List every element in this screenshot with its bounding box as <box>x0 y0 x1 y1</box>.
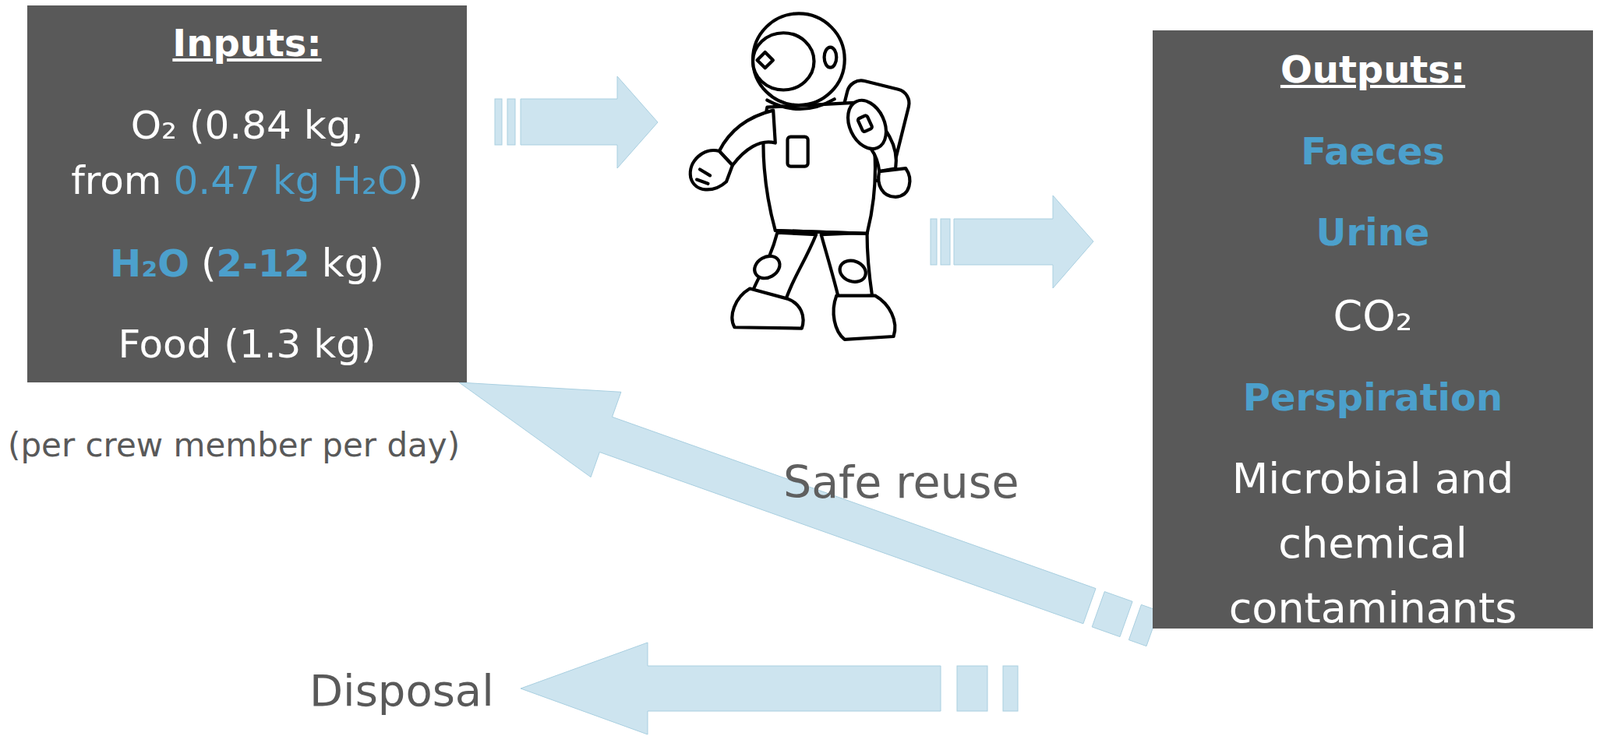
text-line: CO₂ <box>1152 289 1593 354</box>
disposal-arrow <box>520 642 1018 735</box>
arrow-body <box>953 195 1094 289</box>
astronaut-knee <box>750 251 785 283</box>
box-text: kg) <box>321 240 385 287</box>
arrow-body <box>459 382 1096 625</box>
box-text: Perspiration <box>1243 375 1503 420</box>
input-arrow <box>494 76 658 169</box>
text-line: Outputs: <box>1152 42 1593 106</box>
text-line: Perspiration <box>1152 370 1593 435</box>
disposal-label: Disposal <box>309 664 495 719</box>
text-line: from0.47 kg H₂O) <box>27 153 467 218</box>
arrow-body <box>520 642 941 735</box>
arrow-stripe <box>930 218 937 265</box>
edge-label: Safe reuse <box>783 455 1020 510</box>
astronaut-figure <box>690 13 913 340</box>
astronaut-neck-ring <box>766 98 834 110</box>
box-text: Urine <box>1316 210 1431 255</box>
box-text: 2-12 <box>216 241 311 286</box>
box-text: O₂ (0.84 kg, <box>130 102 364 149</box>
text-line: Faeces <box>1152 123 1593 188</box>
arrow-body <box>520 76 658 169</box>
arrow-stripe <box>940 218 951 265</box>
astronaut-glove <box>690 150 733 190</box>
box-text: Microbial and chemical contaminants <box>1229 454 1518 633</box>
arrow-stripe <box>1128 604 1159 647</box>
arrow-stripe <box>1091 592 1133 638</box>
astronaut-boot <box>731 289 803 329</box>
box-text: Food (1.3 kg) <box>118 321 377 368</box>
astronaut-earpiece <box>824 47 838 68</box>
astronaut-torso <box>762 102 875 234</box>
text-line: Food (1.3 kg) <box>27 317 467 382</box>
arrow-stripe <box>1003 666 1018 712</box>
reuse-arrow <box>459 382 1159 647</box>
output-arrow <box>930 195 1094 289</box>
box-text: H₂O <box>109 241 190 286</box>
box-text: Faeces <box>1300 129 1445 174</box>
astronaut-patch <box>857 115 873 133</box>
arrow-stripe <box>494 98 502 145</box>
astronaut-helmet <box>752 13 845 106</box>
box-text: from <box>70 158 162 204</box>
text-line: Inputs: <box>27 15 467 80</box>
arrow-stripe <box>507 98 516 145</box>
astronaut-belt <box>775 230 868 234</box>
box-heading: Inputs: <box>172 21 322 65</box>
astronaut-visor-glint <box>757 52 774 68</box>
astronaut-boot <box>833 296 896 340</box>
astronaut-chest-panel <box>787 137 808 167</box>
arrow-stripe <box>957 666 988 712</box>
astronaut-finger-lines <box>696 169 710 184</box>
box-text: ) <box>407 158 424 204</box>
note-text: (per crew member per day) <box>7 426 460 466</box>
box-text: ( <box>201 240 217 287</box>
box-text: 0.47 kg H₂O <box>173 158 409 204</box>
astronaut-arm <box>719 110 776 167</box>
text-line: Urine <box>1152 204 1593 269</box>
outputs-box: Outputs:FaecesUrineCO₂PerspirationMicrob… <box>1152 30 1593 629</box>
astronaut-knee <box>837 257 869 286</box>
box-text: CO₂ <box>1333 291 1413 341</box>
text-line: H₂O(2-12kg) <box>27 236 467 301</box>
text-line: O₂ (0.84 kg, <box>27 98 467 163</box>
astronaut-leg <box>821 233 873 299</box>
astronaut-illustration <box>690 13 913 340</box>
inputs-box: Inputs:O₂ (0.84 kg,from0.47 kg H₂O)H₂O(2… <box>27 5 467 383</box>
astronaut-shoulder-pad <box>840 94 894 156</box>
astronaut-glove <box>878 168 910 198</box>
box-heading: Outputs: <box>1280 47 1466 92</box>
astronaut-visor <box>752 32 814 90</box>
text-line: Microbial and chemical contaminants <box>1152 452 1593 647</box>
